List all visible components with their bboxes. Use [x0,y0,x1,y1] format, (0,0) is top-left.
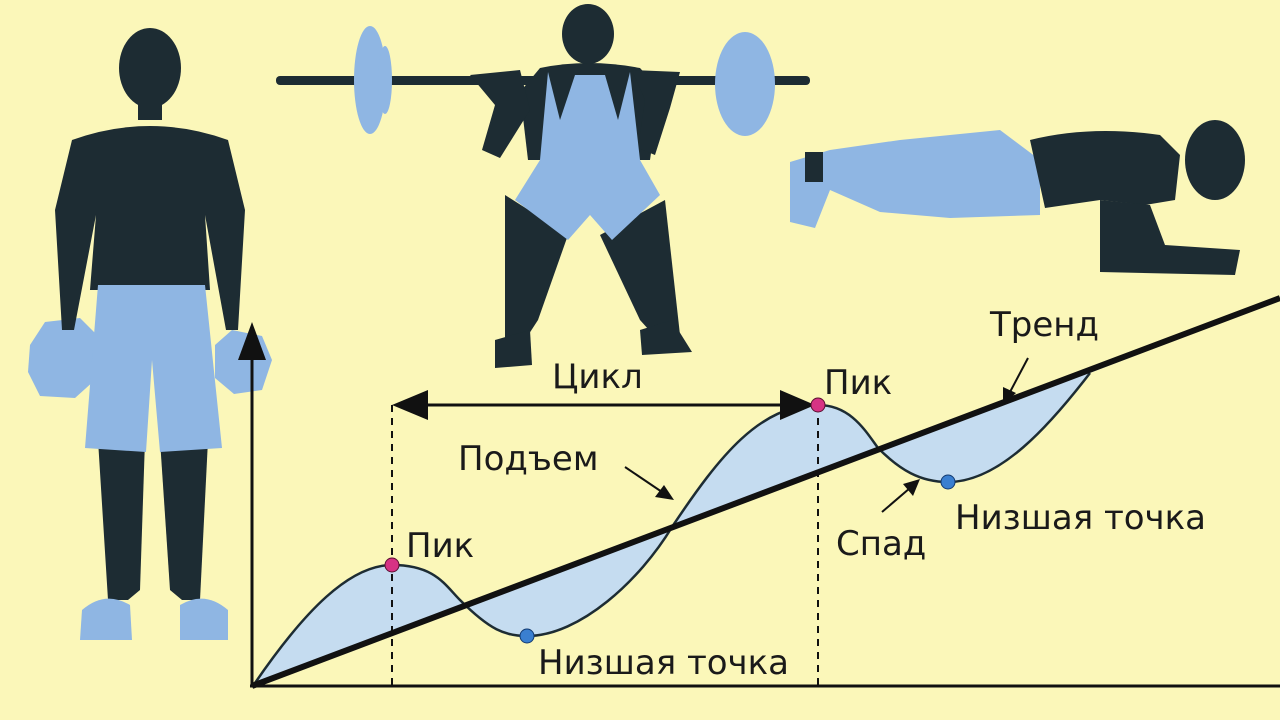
rise-pointer-arrow-icon [655,485,674,500]
trough-left-label: Низшая точка [538,643,789,683]
decline-pointer [881,479,920,513]
trough-right-label: Низшая точка [955,498,1206,538]
y-axis-arrow-icon [238,322,266,360]
cycle-double-arrow [392,390,815,420]
peak-left-marker [384,557,400,573]
rise-label: Подъем [458,439,598,479]
peak-left-label: Пик [406,526,474,566]
standing-dumbbells-figure [28,28,272,640]
rise-pointer [624,466,674,500]
trend-pointer [1003,357,1029,405]
trough-right-marker [940,474,956,490]
peak-right-marker [810,397,826,413]
left-weight-plate-icon [354,26,386,134]
left-dumbbell-icon [28,318,98,398]
arrowhead-left-icon [392,390,428,420]
peak-right-label: Пик [824,363,892,403]
decline-pointer-arrow-icon [903,479,920,496]
trough-left-marker [519,628,535,644]
cycle-label: Цикл [552,357,643,397]
trend-pointer-arrow-icon [1003,387,1016,405]
barbell-squat-figure [276,4,810,368]
arrowhead-right-icon [780,390,815,420]
trend-line [250,295,1280,689]
decline-label: Спад [836,524,926,564]
trend-label: Тренд [989,305,1099,345]
right-weight-plate-icon [715,32,775,136]
right-dumbbell-icon [215,330,272,394]
plank-figure [790,120,1245,275]
